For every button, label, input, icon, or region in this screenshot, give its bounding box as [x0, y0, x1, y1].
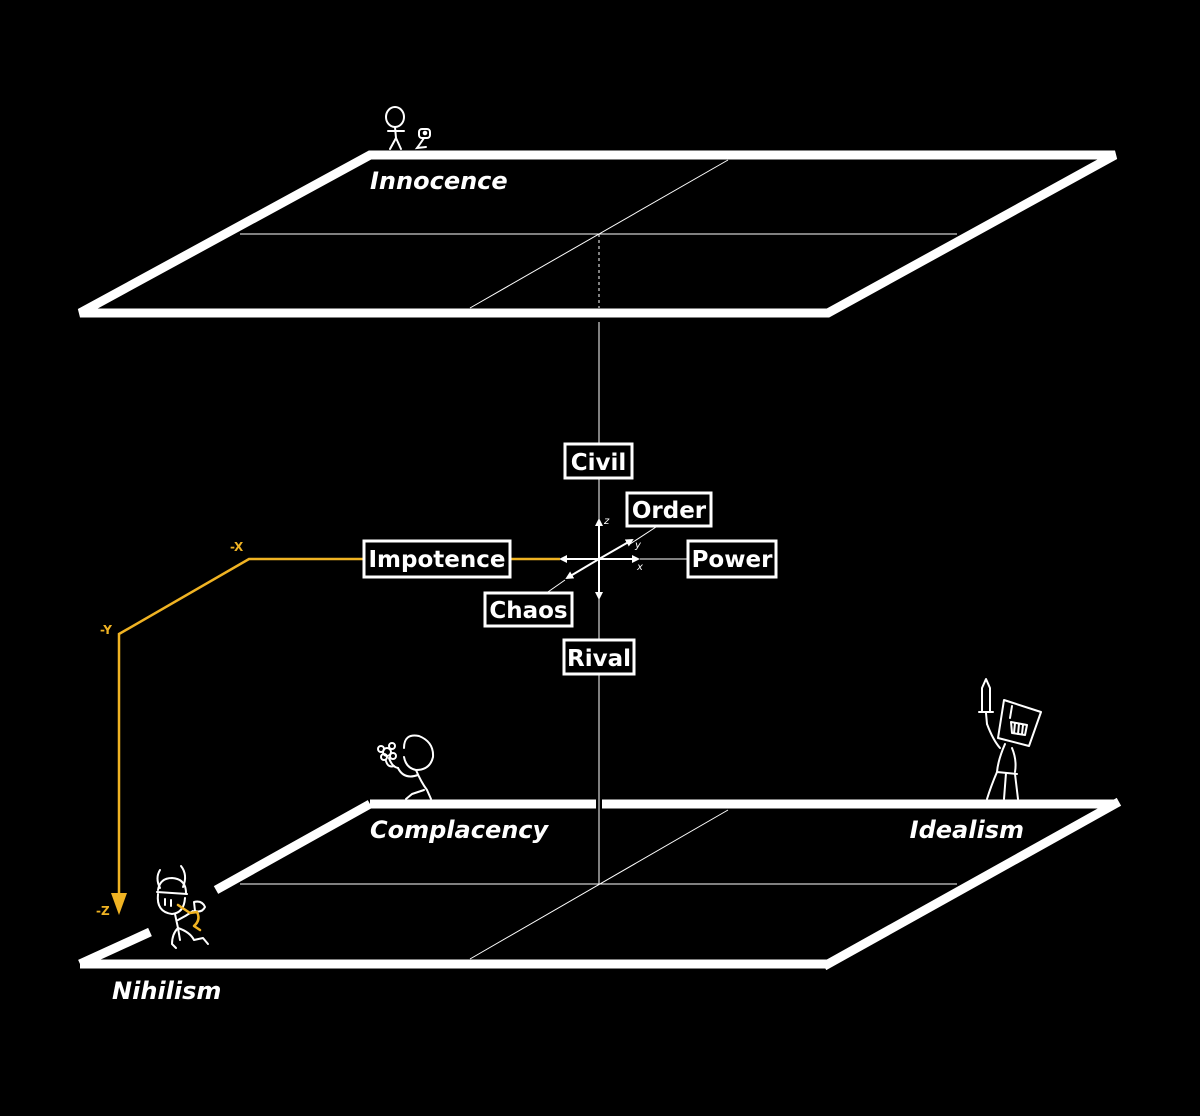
box-order-label: Order — [632, 498, 707, 524]
negative-path-line — [117, 557, 560, 900]
negative-path-arrowhead — [111, 893, 127, 915]
axis-letter-y: y — [634, 540, 642, 551]
viking-figure-icon — [156, 865, 209, 949]
flower-holding-figure-icon — [377, 734, 435, 800]
origin-axes — [559, 518, 640, 600]
box-impotence-label: Impotence — [369, 547, 506, 573]
box-civil-label: Civil — [571, 450, 627, 476]
box-power: Power — [686, 539, 778, 579]
box-chaos: Chaos — [483, 591, 574, 628]
top-plane: Innocence — [77, 150, 1118, 318]
box-order: Order — [625, 491, 713, 528]
negative-path: -X -Y -Z — [96, 540, 560, 918]
axis-front-arrow — [565, 558, 600, 580]
box-rival-label: Rival — [567, 646, 631, 672]
axis-letter-z: z — [603, 516, 610, 527]
box-rival: Rival — [562, 638, 636, 676]
path-label-y: -Y — [100, 623, 112, 637]
order-connector — [629, 526, 657, 545]
plane-label-idealism: Idealism — [910, 816, 1024, 844]
path-label-x: -X — [230, 540, 244, 554]
box-civil: Civil — [563, 442, 634, 480]
bottom-plane-y-gridline — [469, 809, 729, 960]
viking-yellow-streak — [176, 903, 202, 932]
plane-label-complacency: Complacency — [370, 816, 550, 844]
flower-icon — [414, 128, 431, 150]
bottom-plane: Complacency Idealism Nihilism — [78, 797, 1122, 1005]
knight-figure-icon — [978, 678, 1042, 800]
path-label-z: -Z — [96, 904, 110, 918]
plane-label-nihilism: Nihilism — [112, 977, 221, 1005]
box-impotence: Impotence — [362, 539, 512, 579]
box-chaos-label: Chaos — [489, 598, 567, 624]
box-power-label: Power — [692, 547, 774, 573]
plane-label-innocence: Innocence — [370, 167, 508, 195]
child-figure-icon — [385, 106, 405, 150]
axis-back-arrow — [598, 539, 634, 560]
axis-letter-x: x — [636, 562, 643, 573]
